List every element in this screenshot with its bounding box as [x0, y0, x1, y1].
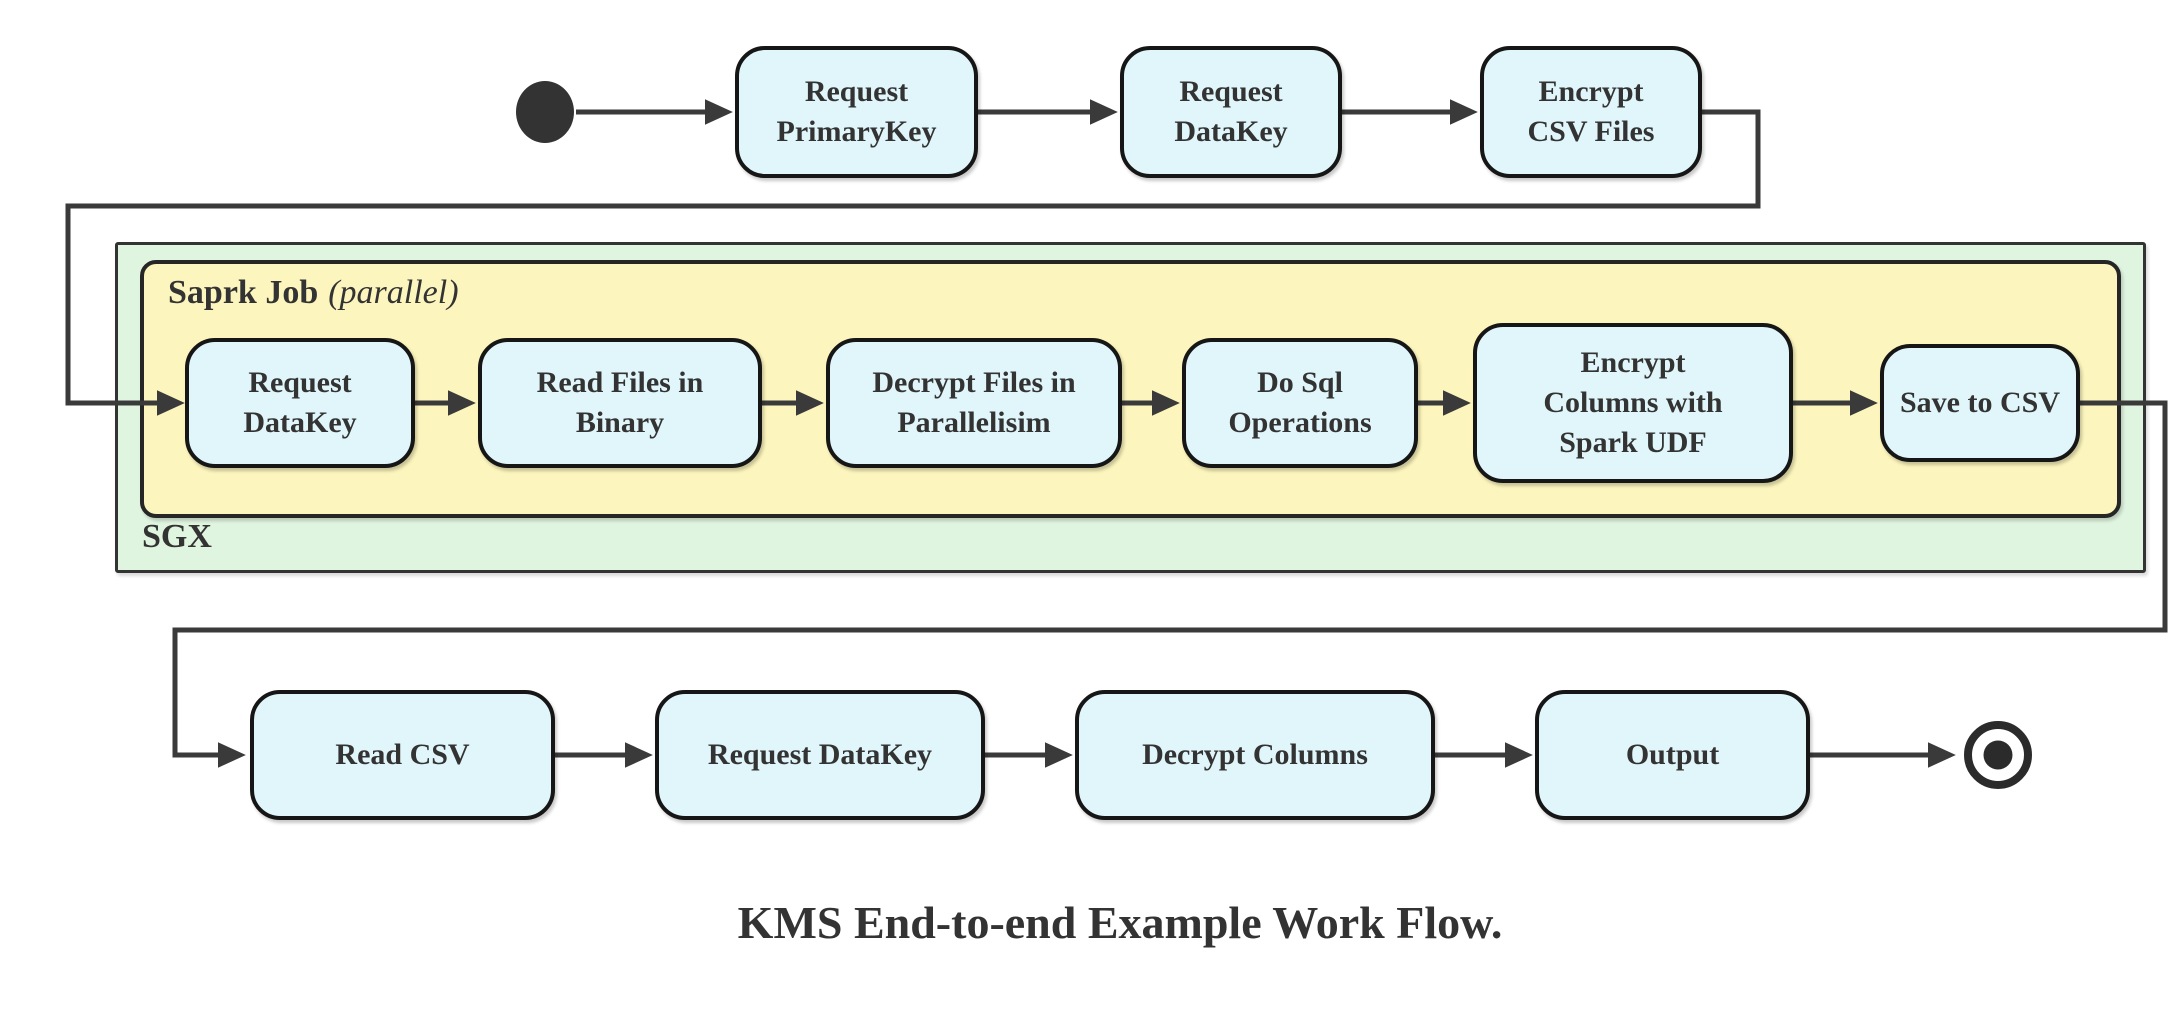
- activity-node: Encrypt Columns with Spark UDF: [1473, 323, 1793, 483]
- activity-node: Read Files in Binary: [478, 338, 762, 468]
- diagram-caption: KMS End-to-end Example Work Flow.: [737, 897, 1503, 948]
- spark-job-label-text: Saprk Job: [168, 274, 319, 311]
- activity-node: Do Sql Operations: [1182, 338, 1418, 468]
- sgx-label: SGX: [142, 518, 212, 555]
- activity-node: Decrypt Columns: [1075, 690, 1435, 820]
- spark-job-qualifier: (parallel): [328, 274, 459, 311]
- connector-save-csv-to-read-csv: [172, 400, 2168, 768]
- activity-node: Save to CSV: [1880, 344, 2080, 462]
- connector-encrypt-csv-to-sgx: [65, 109, 1761, 416]
- activity-node: Encrypt CSV Files: [1480, 46, 1702, 178]
- activity-node: Request DataKey: [1120, 46, 1342, 178]
- activity-node: Decrypt Files in Parallelisim: [826, 338, 1122, 468]
- activity-node: Read CSV: [250, 690, 555, 820]
- start-state-icon: [516, 81, 574, 143]
- activity-node: Request PrimaryKey: [735, 46, 978, 178]
- activity-node: Request DataKey: [185, 338, 415, 468]
- activity-node: Request DataKey: [655, 690, 985, 820]
- activity-node: Output: [1535, 690, 1810, 820]
- spark-job-label: Saprk Job(parallel): [168, 274, 459, 312]
- final-state-dot: [1983, 740, 2013, 770]
